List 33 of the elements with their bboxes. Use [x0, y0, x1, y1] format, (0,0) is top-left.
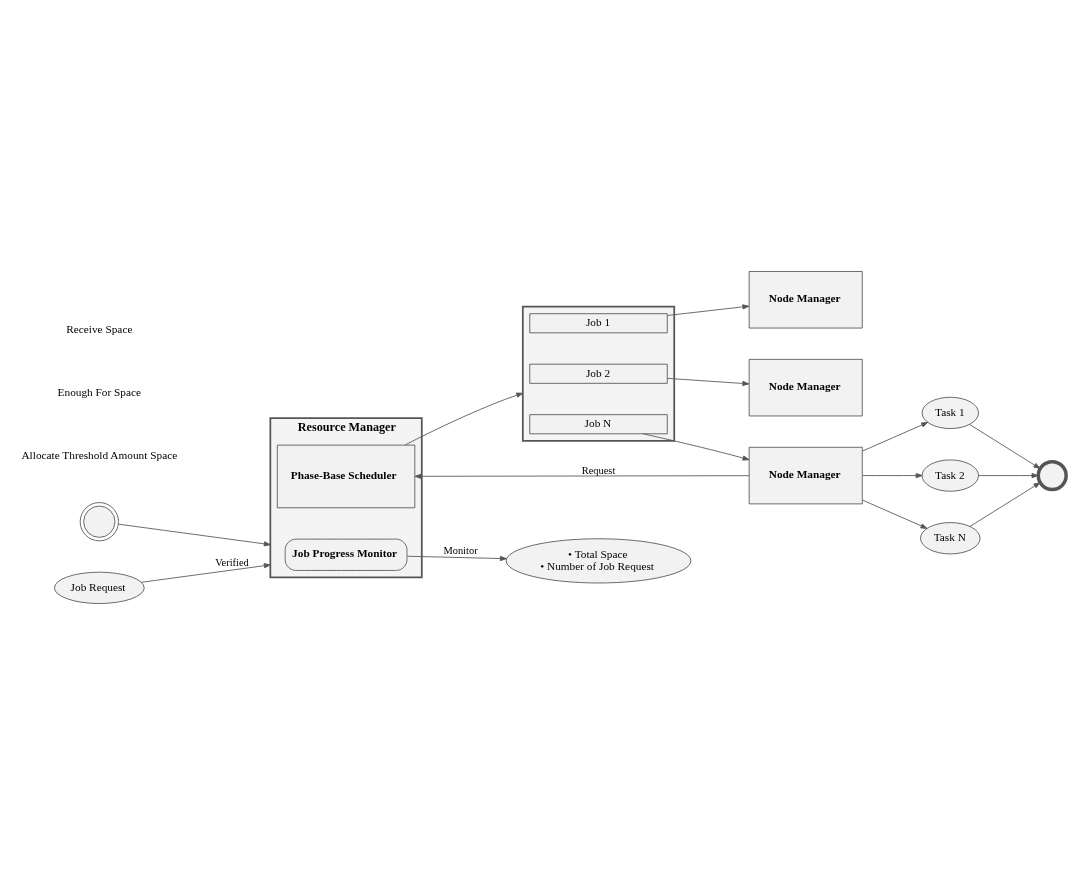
arrow: [969, 423, 1041, 469]
edge-label: Request: [581, 464, 616, 476]
arrow: [978, 473, 1039, 479]
node-box: Job 1: [529, 313, 668, 334]
arrow: [414, 473, 750, 479]
label: Enough For Space: [57, 385, 142, 398]
arrow: [862, 473, 923, 479]
arrow: [667, 377, 750, 387]
node-box: Node Manager: [748, 446, 863, 505]
arrow: [862, 499, 928, 529]
node-circle: [1036, 459, 1068, 492]
node-box: Job N: [529, 414, 668, 435]
node-box: Phase-Base Scheduler: [276, 444, 416, 509]
node-box: Job Progress Monitor: [284, 538, 408, 571]
label: Allocate Threshold Amount Space: [21, 448, 178, 461]
node-ellipse: Task 2: [921, 459, 979, 492]
arrow: [969, 482, 1041, 527]
arrow: [404, 392, 524, 446]
node-ellipse: Job Request: [53, 571, 145, 604]
arrow: [667, 304, 750, 316]
node-ellipse: • Total Space • Number of Job Request: [505, 538, 692, 584]
node-box: Job 2: [529, 363, 668, 384]
edge-label: Verified: [215, 556, 249, 568]
arrow: [141, 563, 271, 583]
arrow: [118, 523, 271, 547]
node-box: Node Manager: [748, 358, 863, 417]
arrow: [862, 422, 929, 452]
arrow: [406, 555, 507, 562]
cluster: [521, 305, 676, 442]
node-box: Node Manager: [748, 271, 863, 329]
label: Receive Space: [66, 323, 133, 336]
edge-label: Monitor: [443, 545, 478, 557]
arrow: [642, 433, 750, 461]
